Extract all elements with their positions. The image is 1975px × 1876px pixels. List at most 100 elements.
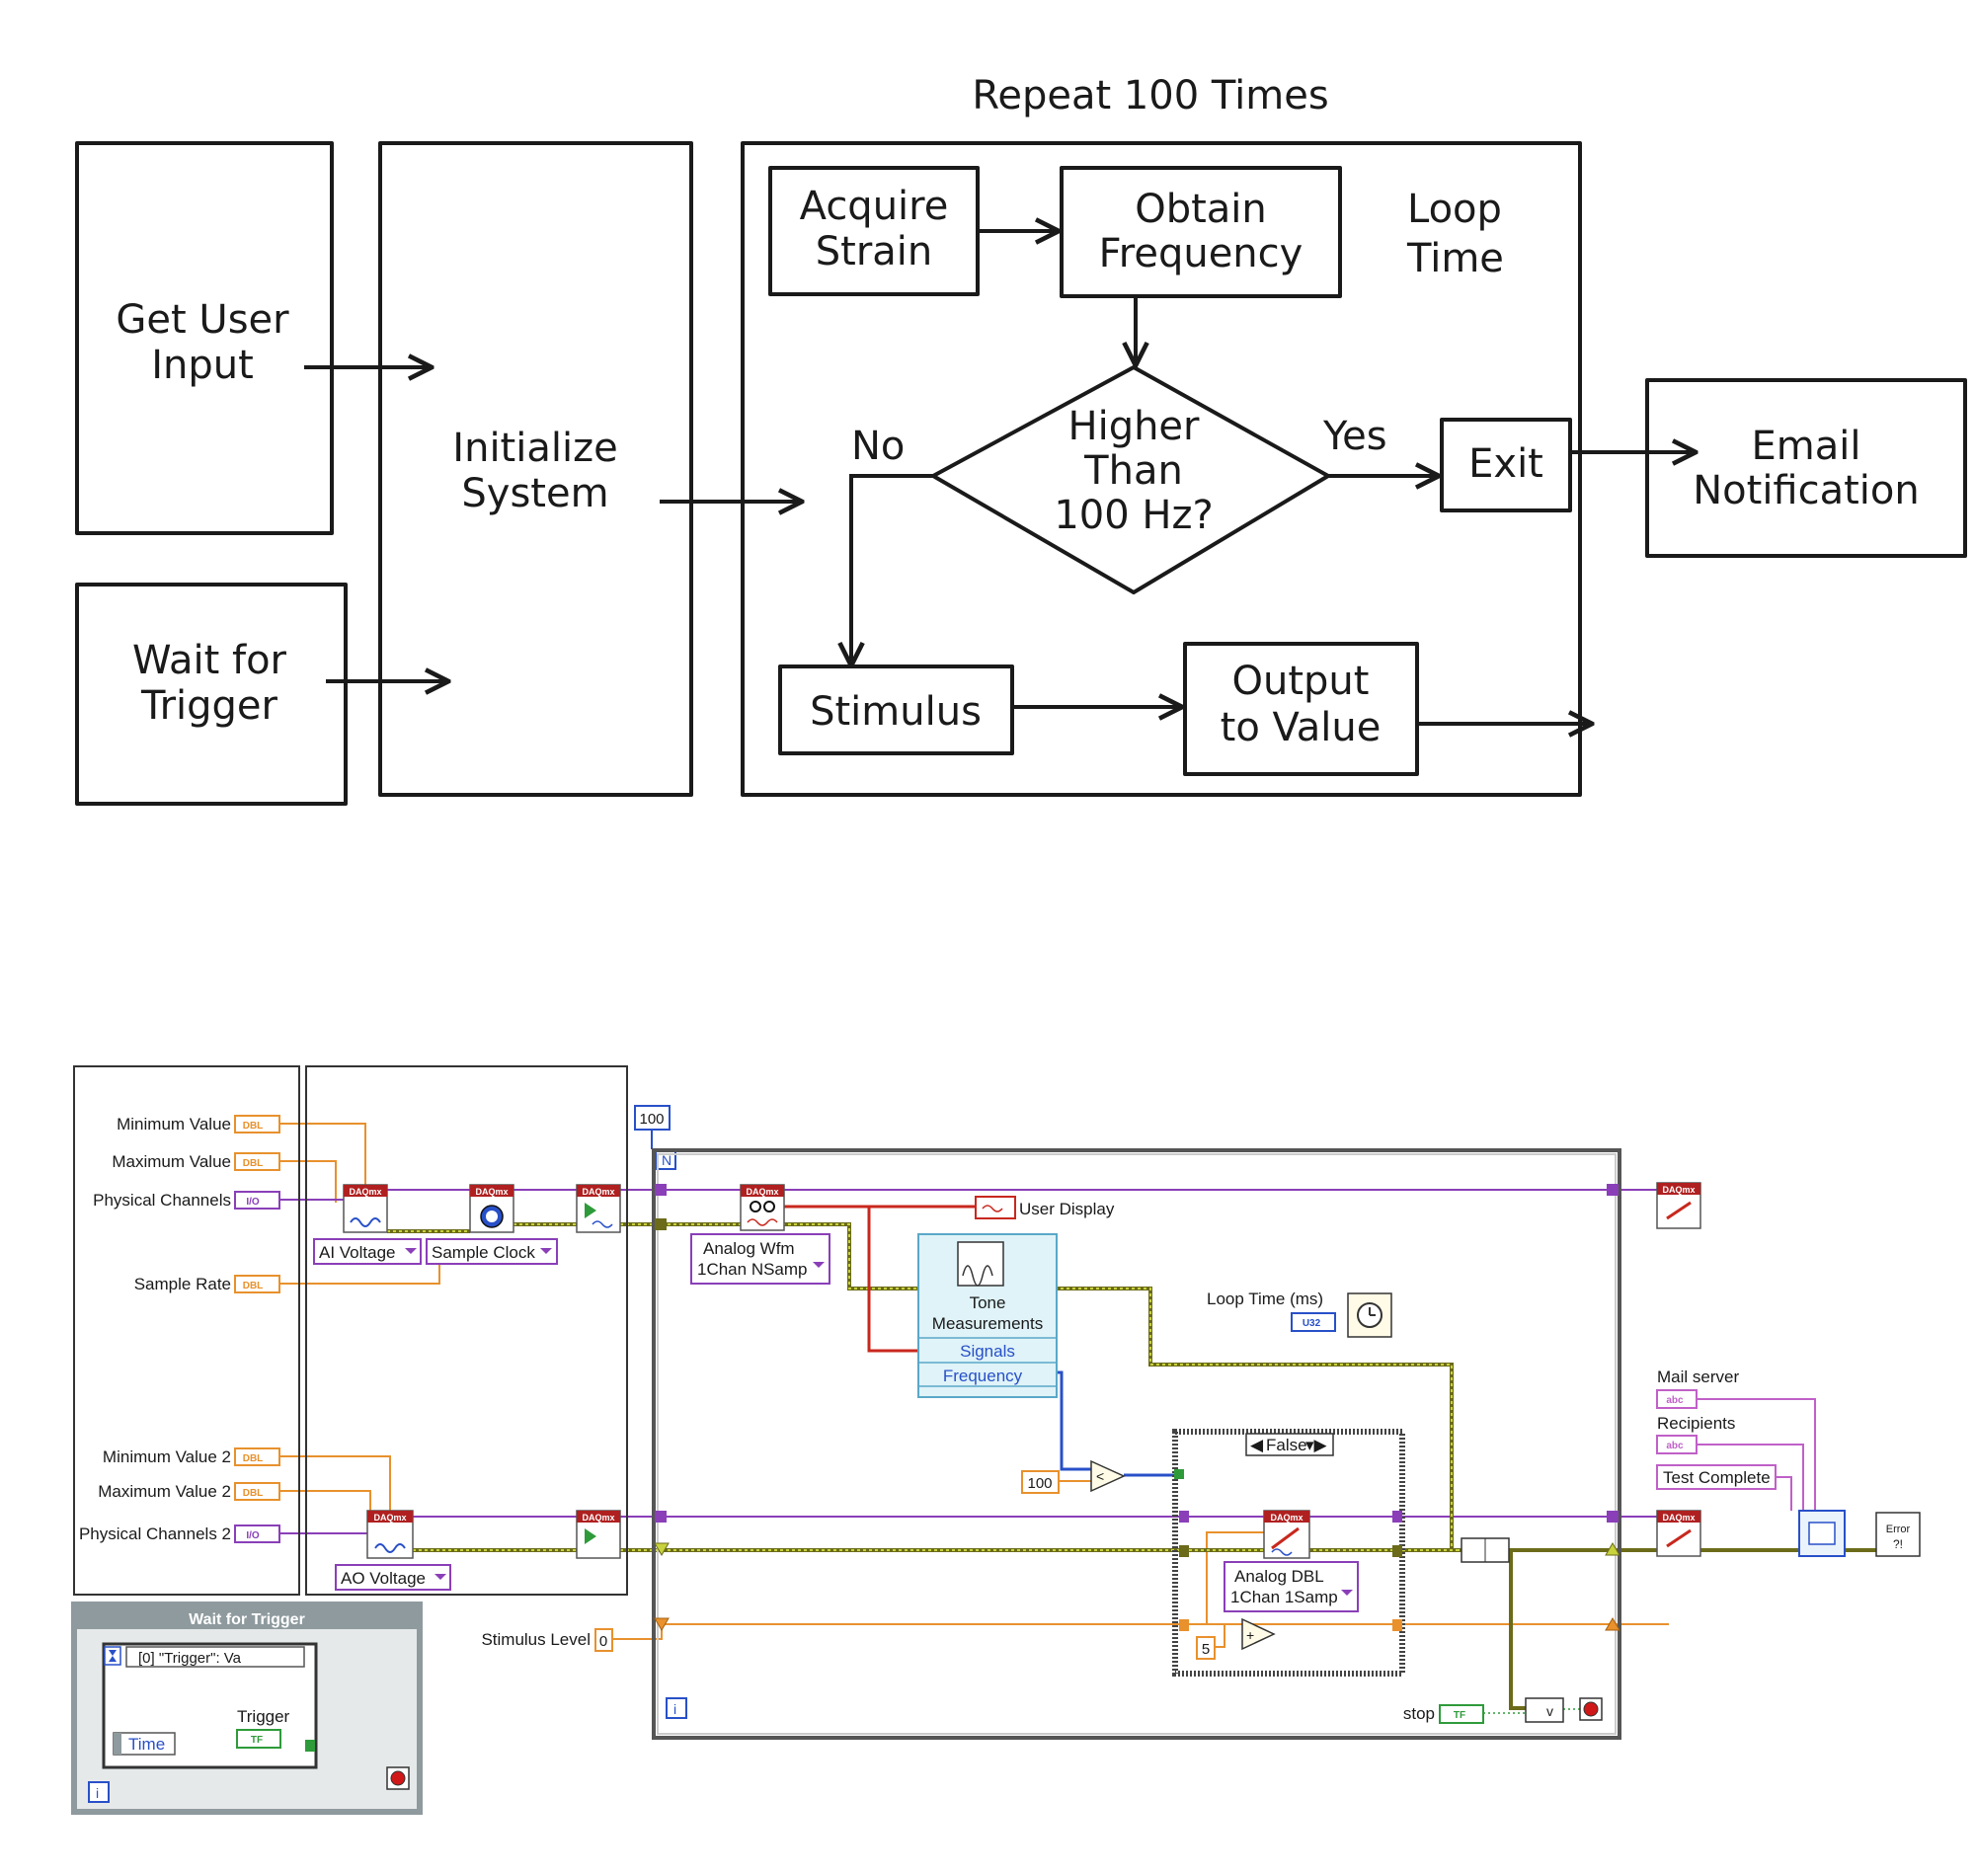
ao-voltage-selector[interactable]: AO Voltage	[335, 1564, 451, 1591]
svg-text:100: 100	[1027, 1475, 1052, 1492]
acquire-strain-label-1: Acquire	[800, 184, 949, 229]
svg-text:Tone: Tone	[970, 1293, 1006, 1312]
svg-text:DAQmx: DAQmx	[1662, 1513, 1695, 1523]
svg-text:Time: Time	[128, 1735, 165, 1754]
main-for-loop	[652, 1148, 1621, 1740]
wait-for-trigger-label-1: Wait for	[132, 638, 287, 683]
daqmx-start-ao-task-node[interactable]: DAQmx	[576, 1510, 621, 1559]
maximum-value-2-terminal[interactable]: DBL	[234, 1482, 280, 1501]
svg-text:+: +	[1246, 1627, 1254, 1643]
daqmx-timing-node[interactable]: DAQmx	[469, 1184, 514, 1233]
email-notification-label-1: Email	[1752, 424, 1861, 469]
svg-text:100: 100	[639, 1111, 664, 1128]
init-frame	[305, 1065, 628, 1596]
wait-loop-stop-icon[interactable]	[386, 1766, 410, 1790]
loop-time-label-2: Time	[1406, 236, 1504, 281]
add-node[interactable]: +	[1241, 1617, 1276, 1651]
maximum-value-terminal[interactable]: DBL	[234, 1152, 280, 1171]
flowchart-title: Repeat 100 Times	[972, 73, 1328, 118]
flowchart: Repeat 100 Times Get User Input Wait for…	[75, 73, 1967, 806]
mail-server-terminal[interactable]: abc	[1656, 1389, 1698, 1409]
trigger-terminal[interactable]: TF	[236, 1729, 281, 1749]
increment-constant[interactable]: 5	[1196, 1636, 1216, 1660]
daqmx-write-node[interactable]: DAQmx	[1263, 1510, 1310, 1559]
svg-text:v: v	[1546, 1703, 1553, 1719]
analog-dbl-selector[interactable]: Analog DBL 1Chan 1Samp	[1224, 1561, 1359, 1612]
loop-count-terminal[interactable]: 100	[634, 1105, 671, 1131]
svg-text:TF: TF	[1454, 1710, 1465, 1721]
svg-text:DAQmx: DAQmx	[1662, 1185, 1695, 1195]
svg-text:DBL: DBL	[243, 1158, 264, 1169]
maximum-value-2-label: Maximum Value 2	[98, 1482, 231, 1501]
stop-terminal[interactable]: TF	[1439, 1704, 1484, 1724]
daqmx-clear-ao-task-node[interactable]: DAQmx	[1656, 1510, 1701, 1557]
minimum-value-label: Minimum Value	[117, 1115, 231, 1133]
loop-iteration-terminal: i	[666, 1697, 687, 1719]
output-to-value-box	[1183, 642, 1419, 776]
test-complete-constant[interactable]: Test Complete	[1656, 1464, 1777, 1490]
no-label: No	[851, 424, 905, 469]
stimulus-level-terminal[interactable]: 0	[594, 1628, 613, 1652]
svg-text:DAQmx: DAQmx	[1270, 1513, 1303, 1523]
svg-text:False: False	[1266, 1436, 1307, 1454]
svg-text:DAQmx: DAQmx	[349, 1187, 381, 1197]
output-to-value-label-1: Output	[1232, 659, 1370, 704]
svg-text:Error: Error	[1886, 1524, 1911, 1535]
svg-text:AO Voltage: AO Voltage	[341, 1569, 426, 1588]
yes-label: Yes	[1322, 414, 1387, 459]
tick-count-node[interactable]	[1347, 1292, 1392, 1338]
svg-text:5: 5	[1202, 1641, 1210, 1658]
physical-channels-terminal[interactable]: I/O	[234, 1191, 280, 1210]
ai-voltage-selector[interactable]: AI Voltage	[313, 1238, 422, 1265]
svg-text:AI Voltage: AI Voltage	[319, 1243, 396, 1262]
physical-channels-2-terminal[interactable]: I/O	[234, 1524, 280, 1543]
merge-errors-node[interactable]	[1461, 1537, 1510, 1563]
minimum-value-2-terminal[interactable]: DBL	[234, 1447, 280, 1466]
svg-text:?!: ?!	[1893, 1537, 1903, 1551]
recipients-terminal[interactable]: abc	[1656, 1435, 1698, 1454]
user-display-label: User Display	[1019, 1200, 1115, 1218]
svg-text:Analog Wfm: Analog Wfm	[703, 1239, 795, 1258]
minimum-value-terminal[interactable]: DBL	[234, 1115, 280, 1133]
daqmx-start-task-node[interactable]: DAQmx	[576, 1184, 621, 1233]
daqmx-read-node[interactable]: DAQmx	[740, 1184, 785, 1231]
svg-text:Sample Clock: Sample Clock	[432, 1243, 535, 1262]
svg-text:I/O: I/O	[246, 1197, 260, 1208]
send-email-node[interactable]	[1798, 1510, 1846, 1557]
initialize-system-box	[378, 141, 693, 797]
error-handler-node[interactable]: Error ?!	[1875, 1512, 1921, 1557]
analog-wfm-selector[interactable]: Analog Wfm 1Chan NSamp	[690, 1233, 830, 1285]
get-user-input-label-1: Get User	[116, 297, 289, 343]
svg-text:abc: abc	[1666, 1395, 1684, 1406]
event-case-selector[interactable]: [0] "Trigger": Va	[125, 1646, 305, 1668]
svg-text:abc: abc	[1666, 1441, 1684, 1451]
wait-for-trigger-label-2: Trigger	[140, 683, 278, 729]
acquire-strain-label-2: Strain	[816, 229, 933, 274]
sample-clock-selector[interactable]: Sample Clock	[426, 1238, 558, 1265]
svg-text:DAQmx: DAQmx	[746, 1187, 778, 1197]
less-than-node[interactable]: <	[1090, 1459, 1126, 1493]
decision-diamond	[931, 365, 1330, 594]
case-selector[interactable]: ◀ False ▾▶	[1245, 1433, 1334, 1456]
svg-text:U32: U32	[1303, 1318, 1321, 1329]
svg-text:Analog DBL: Analog DBL	[1234, 1567, 1324, 1586]
tone-measurements-node[interactable]: Tone Measurements Signals Frequency	[917, 1233, 1058, 1398]
daqmx-clear-ai-task-node[interactable]: DAQmx	[1656, 1182, 1701, 1229]
loop-condition-stop-icon[interactable]	[1579, 1697, 1603, 1721]
or-node[interactable]: v	[1525, 1697, 1564, 1723]
svg-text:1Chan 1Samp: 1Chan 1Samp	[1230, 1588, 1338, 1606]
svg-text:i: i	[673, 1701, 676, 1717]
daqmx-create-ai-channel-node[interactable]: DAQmx	[343, 1184, 388, 1233]
daqmx-create-ao-channel-node[interactable]: DAQmx	[366, 1510, 414, 1559]
email-notification-label-2: Notification	[1693, 468, 1920, 513]
input-frame	[73, 1065, 300, 1596]
svg-text:i: i	[96, 1785, 99, 1801]
compare-constant[interactable]: 100	[1021, 1470, 1060, 1494]
repeat-loop-box	[741, 141, 1582, 797]
sample-rate-terminal[interactable]: DBL	[234, 1275, 280, 1293]
physical-channels-label: Physical Channels	[93, 1191, 231, 1210]
stimulus-level-label: Stimulus Level	[481, 1630, 591, 1649]
event-time-output: Time	[113, 1732, 176, 1756]
svg-text:Measurements: Measurements	[932, 1314, 1043, 1333]
